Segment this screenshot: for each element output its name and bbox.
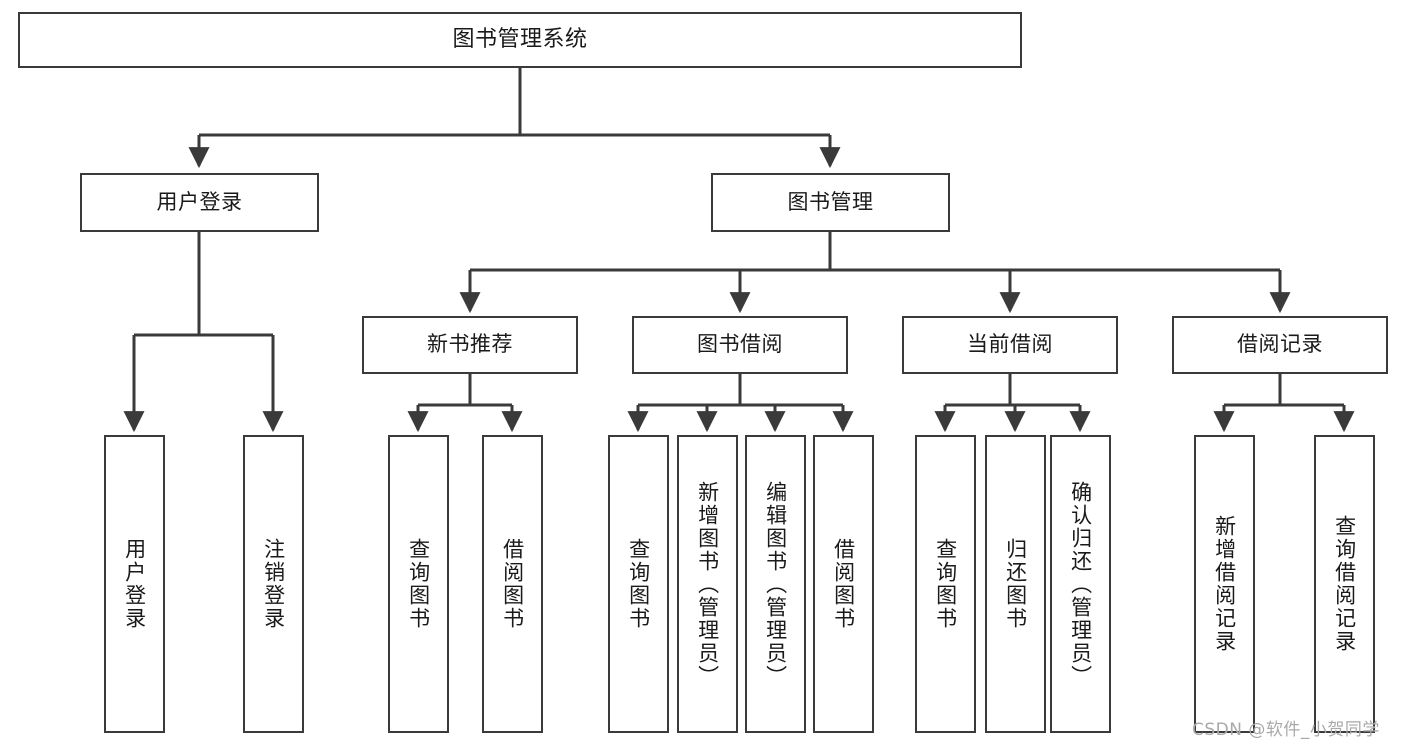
node-root-book-management-system[interactable]: 图书管理系统 (18, 12, 1022, 68)
node-label: 借阅图书 (500, 538, 525, 630)
node-label: 新书推荐 (427, 332, 513, 357)
leaf-new-book-borrow-book[interactable]: 借阅图书 (482, 435, 543, 733)
node-label: 注销登录 (261, 538, 286, 630)
node-label: 查询借阅记录 (1332, 515, 1357, 653)
leaf-user-login-login[interactable]: 用户登录 (104, 435, 165, 733)
node-book-management[interactable]: 图书管理 (711, 173, 950, 232)
node-new-book-recommend[interactable]: 新书推荐 (362, 316, 578, 374)
node-label: 图书管理 (787, 189, 874, 214)
node-label: 确认归还（管理员） (1068, 480, 1093, 688)
node-label: 图书管理系统 (452, 26, 588, 52)
csdn-watermark: CSDN @软件_小贺同学 (1192, 720, 1380, 740)
leaf-book-borrow-edit-book-admin[interactable]: 编辑图书（管理员） (745, 435, 806, 733)
node-label: 查询图书 (406, 538, 431, 630)
node-current-borrow[interactable]: 当前借阅 (902, 316, 1118, 374)
leaf-book-borrow-query-book[interactable]: 查询图书 (608, 435, 669, 733)
node-label: 借阅图书 (831, 538, 856, 630)
leaf-borrow-record-query-record[interactable]: 查询借阅记录 (1314, 435, 1375, 733)
node-book-borrow[interactable]: 图书借阅 (632, 316, 848, 374)
leaf-current-borrow-return-book[interactable]: 归还图书 (985, 435, 1046, 733)
node-label: 用户登录 (122, 538, 147, 630)
node-label: 用户登录 (156, 189, 243, 214)
leaf-borrow-record-add-record[interactable]: 新增借阅记录 (1194, 435, 1255, 733)
leaf-current-borrow-confirm-return-admin[interactable]: 确认归还（管理员） (1050, 435, 1111, 733)
node-borrow-record[interactable]: 借阅记录 (1172, 316, 1388, 374)
node-label: 图书借阅 (697, 332, 783, 357)
leaf-user-login-logout[interactable]: 注销登录 (243, 435, 304, 733)
node-label: 当前借阅 (967, 332, 1053, 357)
node-user-login[interactable]: 用户登录 (80, 173, 319, 232)
node-label: 归还图书 (1003, 538, 1028, 630)
leaf-current-borrow-query-book[interactable]: 查询图书 (915, 435, 976, 733)
node-label: 借阅记录 (1237, 332, 1323, 357)
node-label: 编辑图书（管理员） (763, 480, 788, 688)
leaf-book-borrow-add-book-admin[interactable]: 新增图书（管理员） (677, 435, 738, 733)
node-label: 新增图书（管理员） (695, 480, 720, 688)
leaf-book-borrow-borrow-book[interactable]: 借阅图书 (813, 435, 874, 733)
leaf-new-book-query-book[interactable]: 查询图书 (388, 435, 449, 733)
node-label: 查询图书 (626, 538, 651, 630)
node-label: 查询图书 (933, 538, 958, 630)
node-label: 新增借阅记录 (1212, 515, 1237, 653)
